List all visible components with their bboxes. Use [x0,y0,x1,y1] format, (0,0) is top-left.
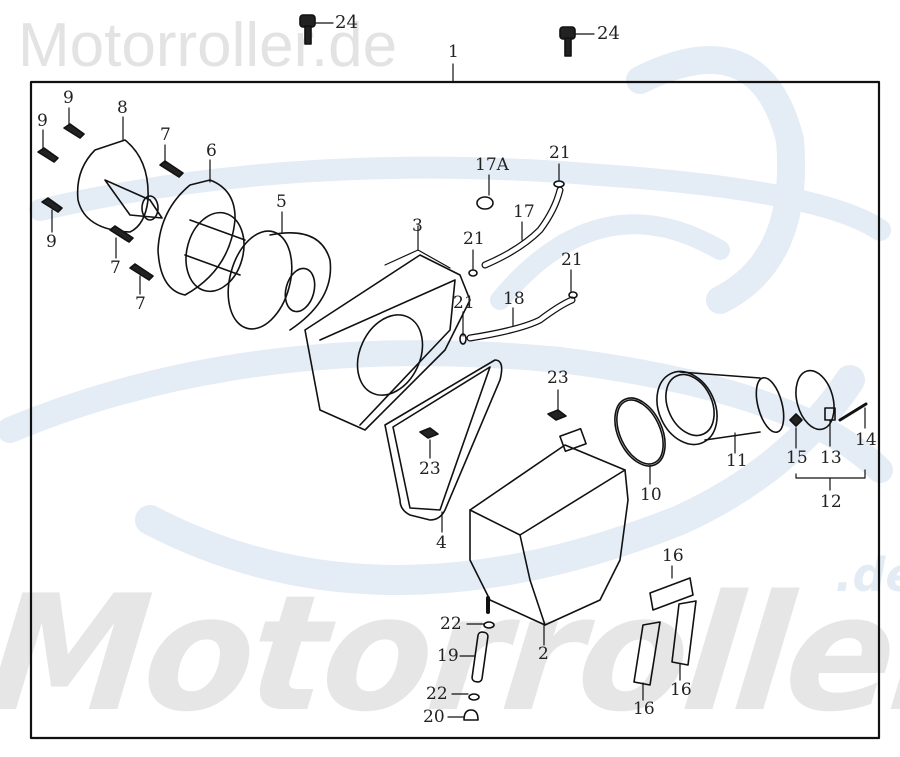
callout-23a: 23 [547,368,569,388]
callout-21d: 21 [453,293,475,313]
callout-1: 1 [448,42,459,62]
callout-6: 6 [206,141,217,161]
callout-8: 8 [117,98,128,118]
callout-13: 13 [820,448,842,468]
callout-20: 20 [423,707,445,727]
callout-10: 10 [640,485,662,505]
callout-9a: 9 [63,88,74,108]
callout-7a: 7 [160,125,171,145]
callout-21c: 21 [561,250,583,270]
callout-17: 17 [513,202,535,222]
callout-24b: 24 [597,23,620,44]
callout-2: 2 [538,644,549,664]
callout-11: 11 [726,451,748,471]
callout-4: 4 [436,533,447,553]
callout-15: 15 [786,448,808,468]
callout-9b: 9 [37,111,48,131]
callout-7c: 7 [135,294,146,314]
callout-16a: 16 [662,546,684,566]
callout-9c: 9 [46,232,57,252]
callout-17a: 17A [475,155,509,175]
watermark-domain-suffix: .de [835,548,900,602]
callout-3: 3 [412,216,423,236]
callout-16b: 16 [633,699,655,719]
callout-18: 18 [503,289,525,309]
callout-22a: 22 [440,614,462,634]
watermark-top-text: Motorroller.de [18,11,398,80]
callout-23b: 23 [419,459,441,479]
bolt-icon-24a [299,14,316,45]
callout-21b: 21 [463,229,485,249]
callout-14: 14 [855,430,877,450]
callout-5: 5 [276,192,287,212]
bolt-icon-24b [559,26,576,57]
callout-21a: 21 [549,143,571,163]
callout-12: 12 [820,492,842,512]
assembly-frame [29,80,881,740]
callout-7b: 7 [110,258,121,278]
callout-24a: 24 [335,12,358,33]
callout-16c: 16 [670,680,692,700]
callout-19: 19 [437,646,459,666]
callout-22b: 22 [426,684,448,704]
